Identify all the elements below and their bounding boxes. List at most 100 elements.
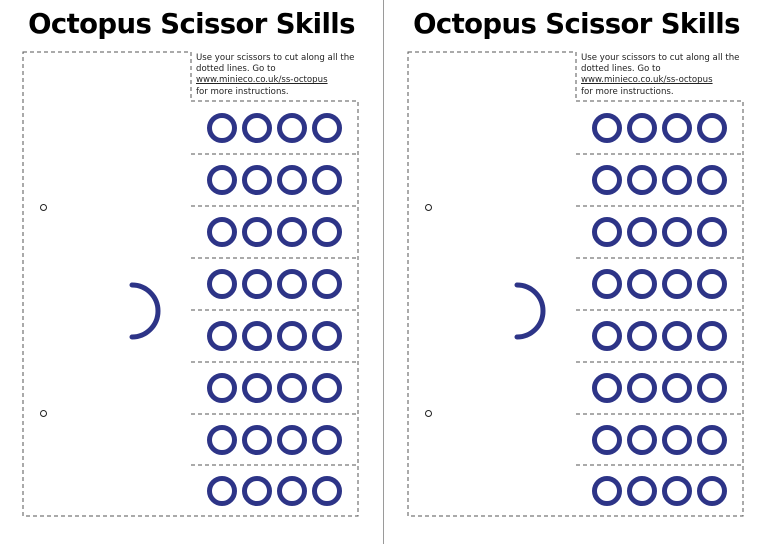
sucker-ring <box>627 217 657 247</box>
tentacle-strip <box>193 466 358 517</box>
sucker-ring <box>627 476 657 506</box>
sucker-ring <box>312 217 342 247</box>
sucker-ring <box>697 373 727 403</box>
tentacle-strip <box>193 103 358 154</box>
sucker-ring <box>207 113 237 143</box>
sucker-ring <box>697 165 727 195</box>
tentacle-strip <box>578 311 743 362</box>
sucker-row <box>592 269 727 299</box>
sucker-ring <box>242 113 272 143</box>
sucker-ring <box>592 113 622 143</box>
sucker-ring <box>662 217 692 247</box>
instructions-text: Use your scissors to cut along all the d… <box>581 53 763 98</box>
sucker-ring <box>662 269 692 299</box>
sucker-row <box>592 113 727 143</box>
sucker-ring <box>277 321 307 351</box>
sucker-ring <box>592 425 622 455</box>
sucker-ring <box>242 373 272 403</box>
octopus-mouth <box>129 282 161 340</box>
tentacle-strip <box>193 311 358 362</box>
sucker-row <box>207 476 342 506</box>
sucker-ring <box>242 269 272 299</box>
instructions-text: Use your scissors to cut along all the d… <box>196 53 378 98</box>
sucker-ring <box>277 165 307 195</box>
sucker-row <box>592 373 727 403</box>
instructions-line: Use your scissors to cut along all the <box>581 53 740 63</box>
sucker-ring <box>207 476 237 506</box>
instructions-line: dotted lines. Go to <box>581 64 661 75</box>
tentacle-strip <box>578 103 743 154</box>
sucker-row <box>592 217 727 247</box>
instructions-link[interactable]: www.minieco.co.uk/ss-octopus <box>196 75 328 86</box>
tentacle-strip <box>193 259 358 310</box>
tentacle-strip <box>193 207 358 258</box>
tentacle-strip <box>578 155 743 206</box>
sucker-row <box>207 113 342 143</box>
sucker-ring <box>592 165 622 195</box>
sucker-ring <box>242 321 272 351</box>
instructions-line: for more instructions. <box>581 86 674 97</box>
sucker-ring <box>627 165 657 195</box>
instructions-link[interactable]: www.minieco.co.uk/ss-octopus <box>581 75 713 86</box>
sucker-ring <box>627 113 657 143</box>
octopus-mouth <box>514 282 546 340</box>
instructions-line: dotted lines. Go to <box>196 64 276 75</box>
punch-hole-dot <box>40 204 47 211</box>
sucker-ring <box>312 425 342 455</box>
sucker-ring <box>697 476 727 506</box>
sheet-title: Octopus Scissor Skills <box>413 8 740 40</box>
sucker-row <box>207 425 342 455</box>
sucker-ring <box>592 321 622 351</box>
sucker-ring <box>697 321 727 351</box>
octopus-outline-cut-line <box>407 51 744 517</box>
sucker-ring <box>662 373 692 403</box>
sucker-ring <box>662 476 692 506</box>
sheet-right: Octopus Scissor Skills Use your scissors… <box>385 0 768 544</box>
sucker-ring <box>242 476 272 506</box>
sucker-row <box>592 321 727 351</box>
sucker-ring <box>662 321 692 351</box>
sucker-ring <box>207 321 237 351</box>
sucker-ring <box>312 476 342 506</box>
sucker-ring <box>277 425 307 455</box>
sucker-row <box>592 165 727 195</box>
sucker-ring <box>242 217 272 247</box>
sucker-ring <box>312 321 342 351</box>
tentacle-strip <box>578 466 743 517</box>
cut-lines <box>22 51 359 517</box>
sucker-row <box>207 321 342 351</box>
sucker-ring <box>312 373 342 403</box>
sucker-row <box>207 269 342 299</box>
sucker-ring <box>312 165 342 195</box>
sucker-ring <box>312 269 342 299</box>
octopus-outline-cut-line <box>22 51 359 517</box>
sucker-ring <box>697 269 727 299</box>
sucker-ring <box>662 425 692 455</box>
sucker-ring <box>207 165 237 195</box>
sucker-ring <box>312 113 342 143</box>
sucker-ring <box>242 425 272 455</box>
sheet-title: Octopus Scissor Skills <box>28 8 355 40</box>
punch-hole-dot <box>425 410 432 417</box>
sucker-ring <box>207 217 237 247</box>
sucker-row <box>592 425 727 455</box>
cut-lines <box>407 51 744 517</box>
sucker-row <box>207 165 342 195</box>
tentacle-strip <box>578 415 743 466</box>
punch-hole-dot <box>40 410 47 417</box>
sucker-ring <box>662 165 692 195</box>
sucker-ring <box>207 425 237 455</box>
sucker-ring <box>592 269 622 299</box>
tentacle-strip <box>578 207 743 258</box>
sucker-row <box>207 217 342 247</box>
sucker-ring <box>662 113 692 143</box>
sucker-ring <box>697 217 727 247</box>
sucker-ring <box>592 217 622 247</box>
tentacle-strip <box>193 155 358 206</box>
tentacle-strip <box>578 259 743 310</box>
sucker-ring <box>277 476 307 506</box>
sucker-ring <box>592 373 622 403</box>
sucker-ring <box>207 373 237 403</box>
instructions-line: for more instructions. <box>196 86 289 97</box>
sucker-ring <box>277 217 307 247</box>
